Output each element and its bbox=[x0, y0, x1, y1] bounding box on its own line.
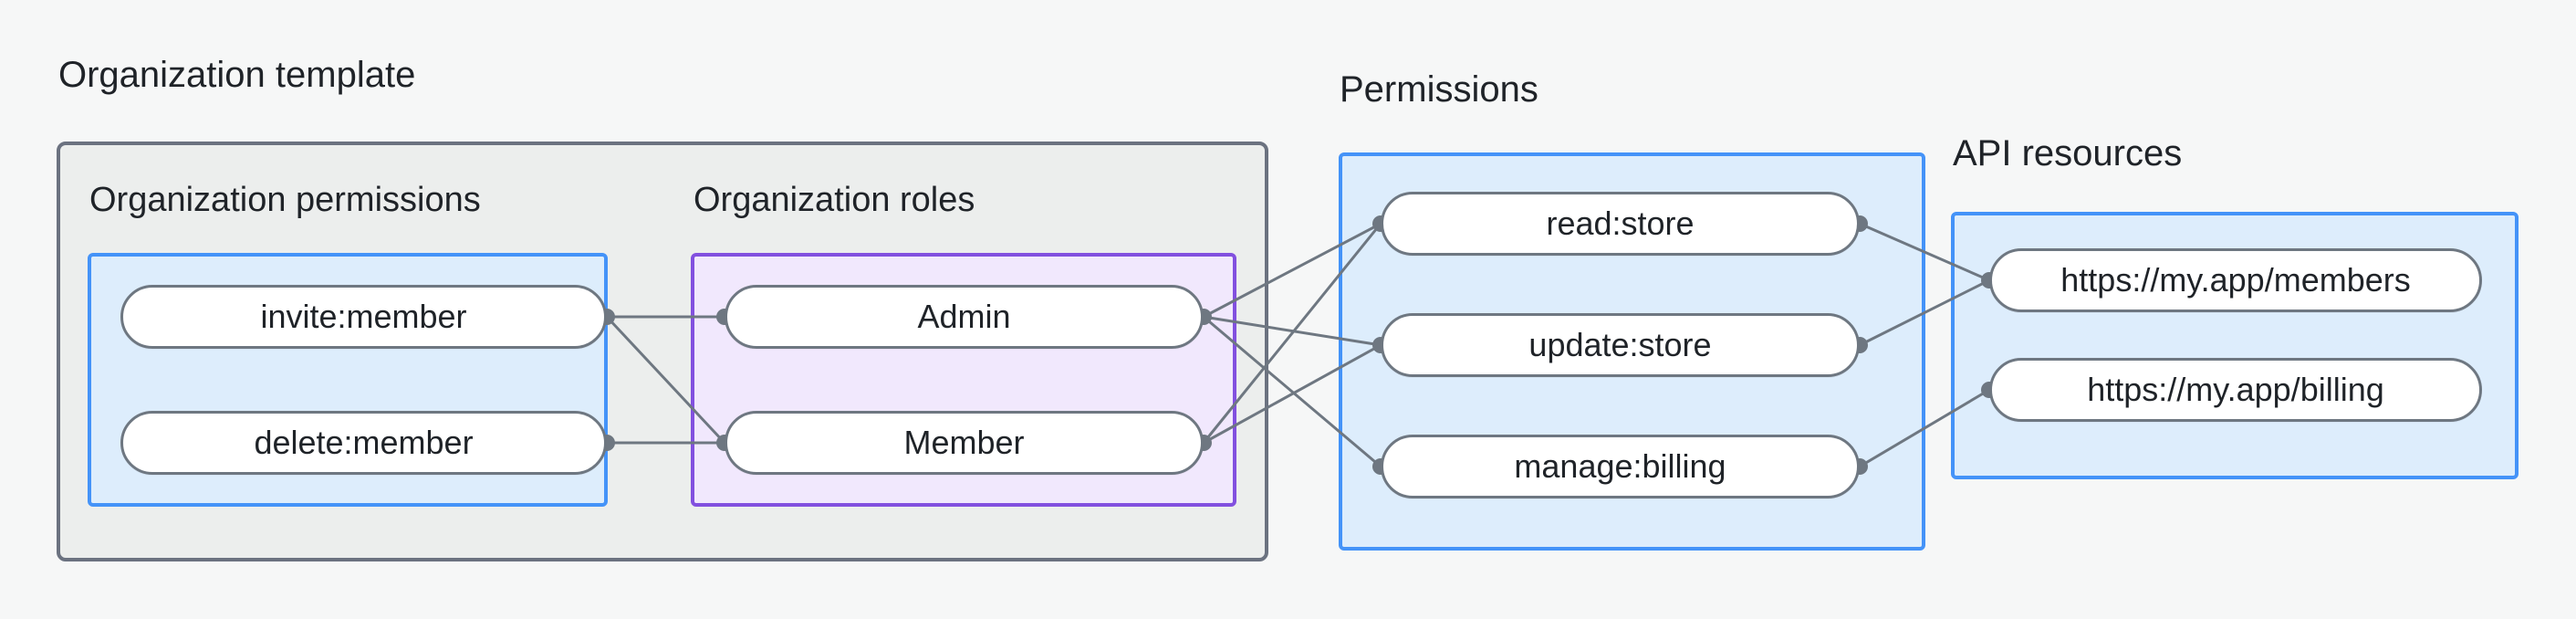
node-delete-member[interactable]: delete:member bbox=[120, 411, 607, 475]
group-title-permissions: Permissions bbox=[1340, 69, 1538, 110]
node-url-billing[interactable]: https://my.app/billing bbox=[1989, 358, 2482, 422]
node-url-members[interactable]: https://my.app/members bbox=[1989, 248, 2482, 312]
group-title-api-resources: API resources bbox=[1953, 133, 2183, 173]
node-manage-billing[interactable]: manage:billing bbox=[1381, 435, 1860, 498]
node-read-store[interactable]: read:store bbox=[1381, 192, 1860, 256]
node-admin[interactable]: Admin bbox=[725, 285, 1204, 349]
group-title-organization-template: Organization template bbox=[58, 55, 416, 95]
group-title-organization-roles: Organization roles bbox=[694, 181, 975, 219]
node-member[interactable]: Member bbox=[725, 411, 1204, 475]
node-update-store[interactable]: update:store bbox=[1381, 313, 1860, 377]
group-title-organization-permissions: Organization permissions bbox=[89, 181, 481, 219]
node-invite-member[interactable]: invite:member bbox=[120, 285, 607, 349]
